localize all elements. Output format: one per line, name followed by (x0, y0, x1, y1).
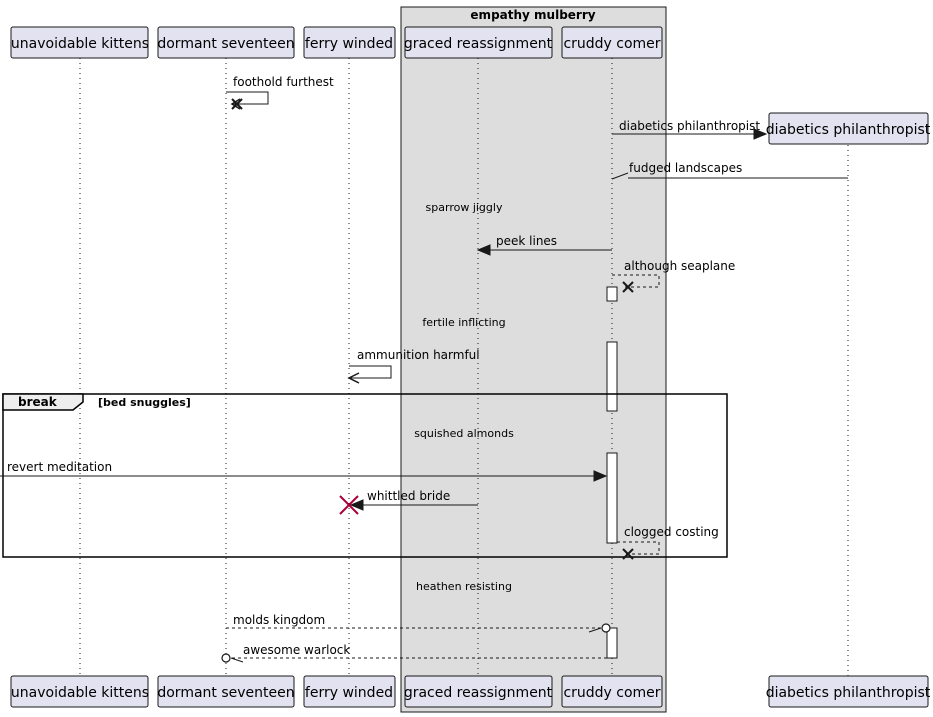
participant-dormant-seventeen: dormant seventeen (157, 675, 295, 708)
message-fudged-landscapes: fudged landscapes (611, 161, 848, 180)
frame-kind-label: break (18, 395, 58, 409)
svg-text:diabetics philanthropist: diabetics philanthropist (766, 122, 931, 138)
message-label: awesome warlock (243, 643, 350, 657)
message-molds-kingdom: molds kingdom (226, 613, 611, 633)
message-create-diabetics-philanthropist: diabetics philanthropist (612, 119, 768, 140)
participant-ferry-winded: ferry winded (303, 26, 396, 59)
message-label: foothold furthest (233, 75, 334, 89)
participant-graced-reassignment: graced reassignment (404, 675, 553, 708)
activation-bar (606, 341, 618, 412)
message-label: peek lines (496, 234, 557, 248)
destroy-icon (231, 98, 243, 110)
participant-ferry-winded: ferry winded (303, 675, 396, 708)
svg-text:cruddy comer: cruddy comer (563, 36, 660, 52)
svg-text:dormant seventeen: dormant seventeen (157, 36, 294, 52)
lifelines (79, 58, 849, 676)
group-box (400, 6, 667, 713)
svg-text:unavoidable kittens: unavoidable kittens (11, 36, 149, 52)
svg-text:ferry winded: ferry winded (305, 36, 393, 52)
circle-endpoint-icon (221, 653, 231, 663)
message-label: whittled bride (367, 489, 450, 503)
message-label: revert meditation (7, 460, 112, 474)
message-clogged-costing: clogged costing (617, 525, 719, 560)
participant-graced-reassignment: graced reassignment (404, 26, 553, 59)
divider-label: fertile inflicting (422, 316, 505, 329)
divider-label: sparrow jiggly (426, 201, 503, 214)
svg-text:graced reassignment: graced reassignment (404, 36, 553, 52)
activation-bar (606, 286, 618, 302)
destroy-icon (622, 548, 634, 560)
message-label: clogged costing (624, 525, 719, 539)
frame-condition: [bed snuggles] (98, 396, 191, 409)
message-label: ammunition harmful (357, 348, 480, 362)
message-foothold-furthest: foothold furthest (226, 75, 334, 110)
svg-text:unavoidable kittens: unavoidable kittens (11, 685, 149, 701)
activations (606, 286, 618, 659)
svg-text:cruddy comer: cruddy comer (563, 685, 660, 701)
svg-text:diabetics philanthropist: diabetics philanthropist (766, 685, 931, 701)
participant-diabetics-philanthropist: diabetics philanthropist (766, 675, 931, 708)
svg-text:graced reassignment: graced reassignment (404, 685, 553, 701)
message-whittled-bride: whittled bride (339, 489, 478, 515)
circle-endpoint-icon (601, 623, 611, 633)
activation-bar (606, 627, 618, 659)
participant-unavoidable-kittens: unavoidable kittens (10, 26, 149, 59)
divider-label: heathen resisting (416, 580, 512, 593)
participant-dormant-seventeen: dormant seventeen (157, 26, 295, 59)
divider-label: squished almonds (414, 427, 514, 440)
group-box-title: empathy mulberry (470, 8, 595, 22)
message-label: fudged landscapes (629, 161, 742, 175)
message-ammunition-harmful: ammunition harmful (347, 348, 480, 384)
message-label: although seaplane (624, 259, 735, 273)
message-although-seaplane: although seaplane (612, 259, 735, 293)
participant-cruddy-comer: cruddy comer (561, 675, 663, 708)
destroy-icon (339, 495, 359, 515)
participants-bottom: unavoidable kittens dormant seventeen fe… (10, 675, 931, 708)
participant-unavoidable-kittens: unavoidable kittens (10, 675, 149, 708)
svg-text:ferry winded: ferry winded (305, 685, 393, 701)
message-awesome-warlock: awesome warlock (221, 643, 607, 663)
message-revert-meditation: revert meditation (0, 460, 608, 482)
message-peek-lines: peek lines (476, 234, 612, 256)
participants-top: unavoidable kittens dormant seventeen fe… (10, 26, 931, 145)
participant-cruddy-comer: cruddy comer (561, 26, 663, 59)
activation-bar (606, 452, 618, 544)
destroy-icon (622, 281, 634, 293)
message-label: molds kingdom (233, 613, 325, 627)
message-label: diabetics philanthropist (619, 119, 760, 133)
participant-diabetics-philanthropist: diabetics philanthropist (766, 112, 931, 145)
svg-text:dormant seventeen: dormant seventeen (157, 685, 294, 701)
